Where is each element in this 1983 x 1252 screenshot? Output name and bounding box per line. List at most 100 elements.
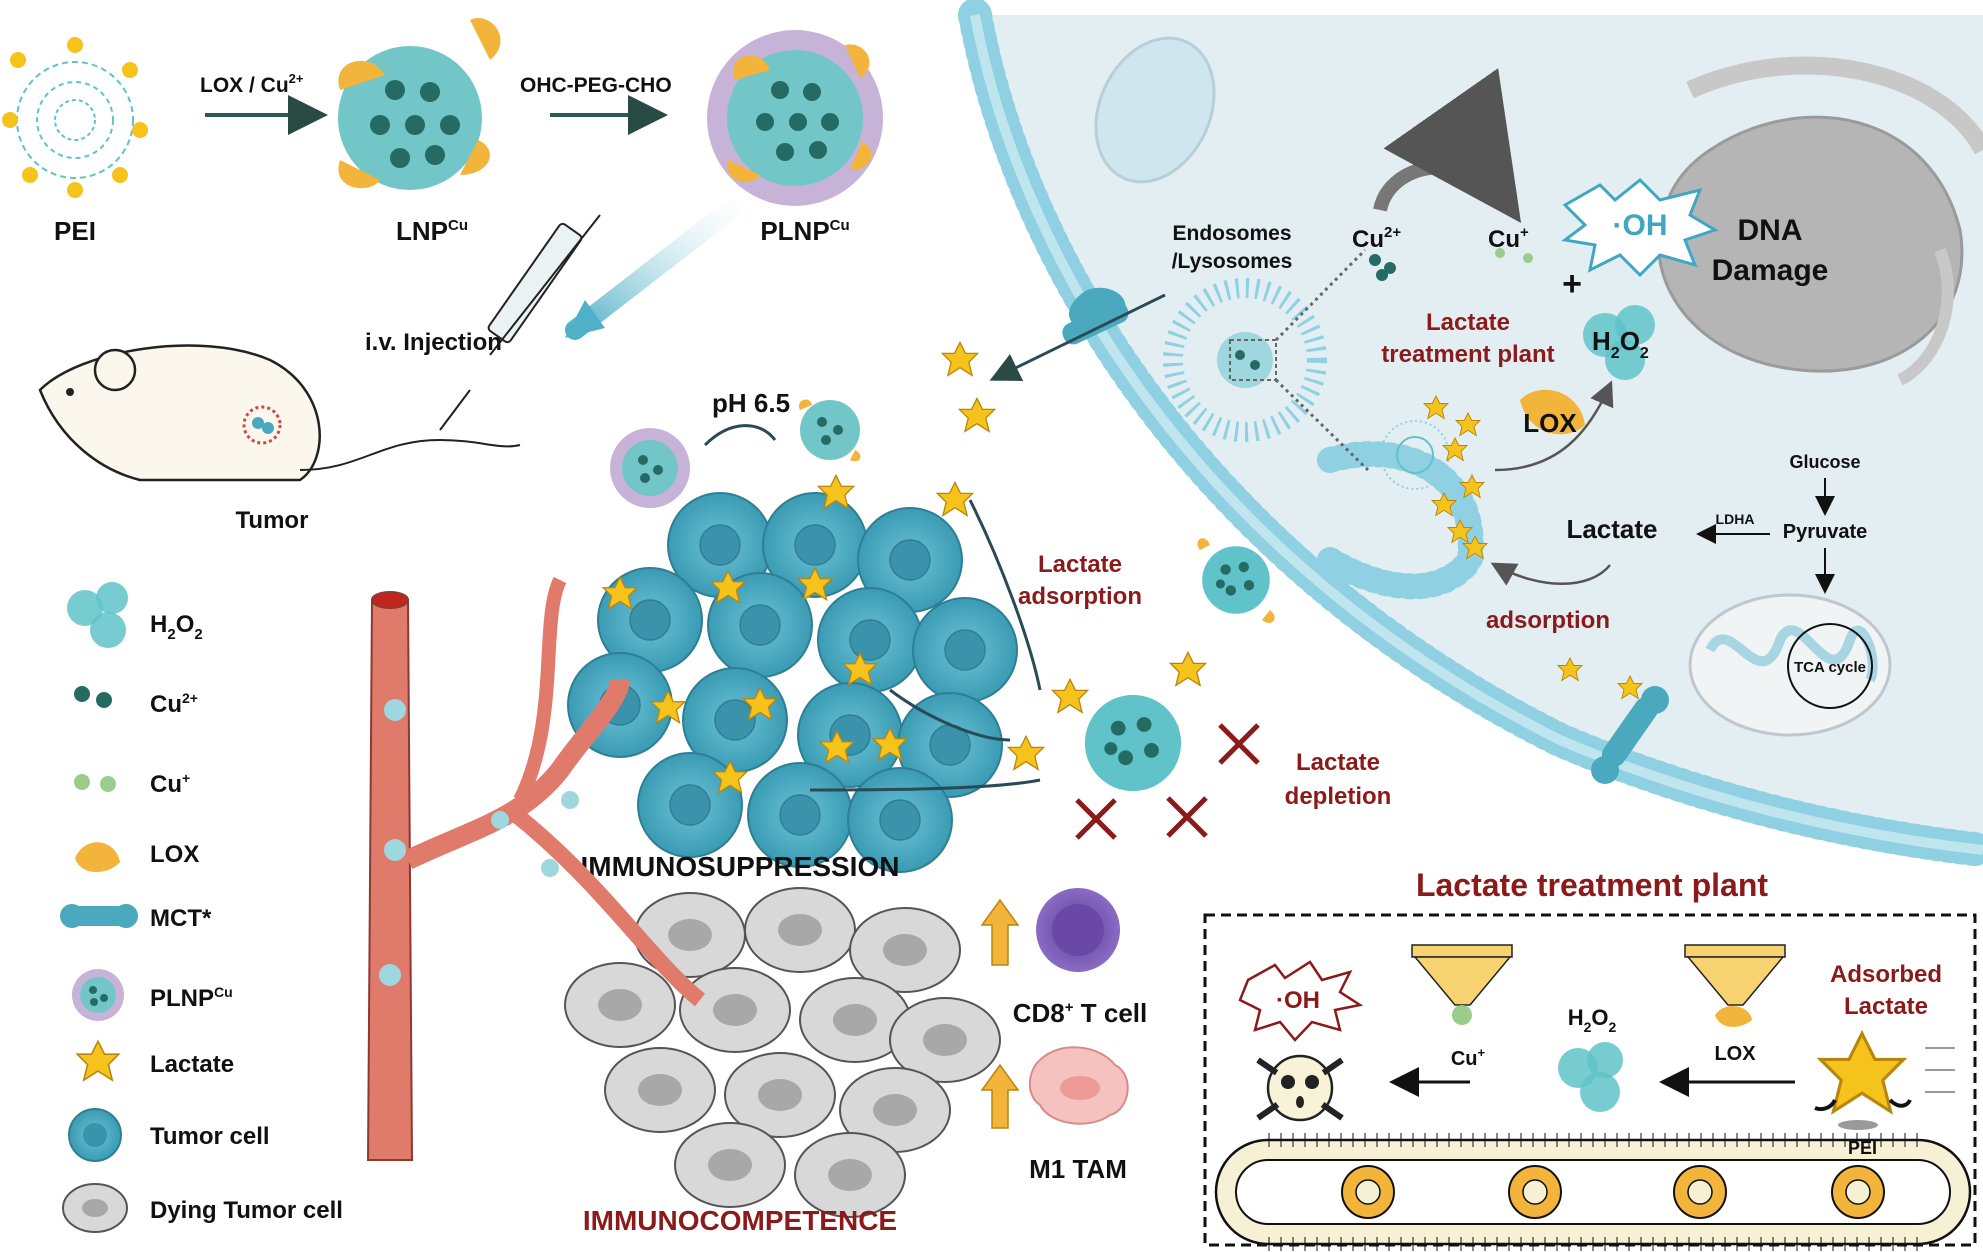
lnp-depleting — [1084, 694, 1182, 792]
lactate-star — [1007, 735, 1045, 771]
cu-funnel — [1411, 944, 1513, 1025]
m1-macrophage — [1028, 1046, 1129, 1125]
tumor-label: Tumor — [236, 507, 309, 534]
glucose-label: Glucose — [1789, 452, 1860, 472]
gsh-arrow — [1373, 68, 1522, 223]
plant-cu-label: Cu+ — [1451, 1045, 1486, 1070]
dying-tumor-cell — [679, 967, 791, 1053]
adsorption-title-1: Lactate — [1038, 551, 1122, 578]
legend-mct-icon — [60, 904, 138, 928]
tca-cycle — [1787, 623, 1873, 709]
legend-h2o2-label: H2O2 — [150, 611, 203, 643]
plant-label-1: Lactate — [1426, 309, 1510, 336]
plant-lox-label: LOX — [1714, 1043, 1756, 1065]
h2o2-label: H2O2 — [1592, 326, 1649, 362]
legend-cu2-label: Cu2+ — [150, 690, 198, 718]
gsh-label: GSH — [1417, 116, 1473, 146]
depletion-title-2: depletion — [1285, 783, 1392, 810]
cu2-label: Cu2+ — [1352, 224, 1401, 253]
plant-pei-label: PEI — [1848, 1138, 1877, 1158]
cd8-up-arrow — [980, 898, 1020, 966]
cd8-label: CD8+ T cell — [1013, 998, 1147, 1028]
tumor-cell-cluster — [567, 492, 1018, 873]
mitochondrion-tca — [1688, 593, 1892, 737]
legend: H2O2 Cu2+ Cu+ LOX MCT* PLNPCu Lactate — [60, 582, 343, 1233]
legend-plnp-label: PLNPCu — [150, 984, 233, 1012]
m1-up-arrow — [980, 1063, 1020, 1129]
step1-label: LOX / Cu2+ — [200, 71, 304, 97]
lnp-adsorbing — [1197, 538, 1275, 623]
legend-mct-label: MCT* — [150, 905, 212, 932]
cu2-dots — [1369, 254, 1396, 281]
plant-oh-burst — [1238, 960, 1364, 1042]
injection-label: i.v. Injection — [365, 329, 502, 356]
syringe — [439, 214, 601, 431]
dna-label-2: Damage — [1712, 254, 1829, 287]
dying-tumor-cell — [604, 1047, 716, 1133]
immunosuppression-label: IMMUNOSUPPRESSION — [581, 851, 900, 882]
lactate-star — [958, 397, 996, 433]
legend-lox-icon — [75, 842, 120, 873]
dna-label-1: DNA — [1738, 214, 1803, 247]
injection-flow-arrow — [565, 200, 740, 340]
lox-arrow — [1494, 380, 1614, 472]
dying-tumor-cell — [564, 962, 676, 1048]
legend-cu1-label: Cu+ — [150, 770, 190, 798]
lnp-particle — [338, 18, 501, 190]
endosome — [1163, 278, 1327, 442]
legend-cu1-icon — [74, 774, 116, 792]
conveyor-belt — [1214, 1133, 1972, 1251]
m1-label: M1 TAM — [1029, 1154, 1127, 1184]
immunocompetence-label: IMMUNOCOMPETENCE — [583, 1205, 897, 1236]
adsorbed-label-2: Lactate — [1844, 993, 1928, 1020]
adsorbed-lactate-character — [1814, 1031, 1955, 1130]
lox-funnel — [1684, 944, 1786, 1027]
mct-transporter-bottom — [1591, 686, 1669, 784]
legend-dying-cell-icon — [62, 1183, 128, 1233]
lactate-label: Lactate — [1566, 514, 1657, 544]
pyruvate-label: Pyruvate — [1783, 521, 1868, 543]
legend-plnp-icon — [72, 969, 124, 1021]
tumor-cell — [912, 597, 1018, 703]
legend-tumor-cell-icon — [68, 1108, 122, 1162]
cell-interior — [958, 0, 1983, 867]
pei-polymer — [2, 37, 148, 198]
blood-vessel — [366, 576, 706, 1161]
plant-panel-title: Lactate treatment plant — [1416, 867, 1768, 903]
step2-label: OHC-PEG-CHO — [520, 74, 672, 97]
cu1-dots — [1495, 248, 1533, 263]
plant-label-2: treatment plant — [1381, 341, 1554, 368]
lactate-star — [1169, 651, 1207, 687]
plant-h2o2-icon — [1558, 1042, 1623, 1112]
ldha-label: LDHA — [1716, 511, 1755, 527]
mct-transporter-top — [1062, 287, 1129, 345]
cu1-label: Cu+ — [1488, 224, 1529, 253]
depletion-title-1: Lactate — [1296, 749, 1380, 776]
plant-h2o2-label: H2O2 — [1568, 1005, 1617, 1035]
adsorbed-label-1: Adsorbed — [1830, 961, 1942, 988]
uptake-arrow — [989, 293, 1166, 381]
lox-enzyme — [1520, 389, 1585, 435]
ph-label: pH 6.5 — [712, 388, 790, 418]
adsorption-title-2: adsorption — [1018, 583, 1142, 610]
mitochondrion-top — [1094, 36, 1216, 184]
zoom-lines — [1274, 248, 1370, 472]
tca-label: TCA cycle — [1794, 659, 1866, 676]
endosome-label-1: Endosomes — [1172, 222, 1291, 245]
endosome-label-2: /Lysosomes — [1172, 250, 1293, 273]
depleted-lactate-crosses — [1075, 723, 1260, 840]
mouse — [38, 344, 521, 482]
dying-tumor-cell — [744, 887, 856, 973]
pegylated-particle-left — [610, 428, 690, 508]
plant-oh-label: ·OH — [1276, 987, 1320, 1014]
legend-lox-label: LOX — [150, 841, 199, 868]
cd8-t-cell — [1036, 888, 1120, 972]
plnp-particle — [707, 30, 883, 206]
legend-cu2-icon — [74, 686, 112, 708]
skull-icon — [1256, 1054, 1344, 1122]
oh-label: ·OH — [1613, 209, 1668, 242]
legend-lactate-label: Lactate — [150, 1051, 234, 1078]
dying-tumor-cell — [634, 892, 746, 978]
pei-label: PEI — [54, 216, 96, 246]
